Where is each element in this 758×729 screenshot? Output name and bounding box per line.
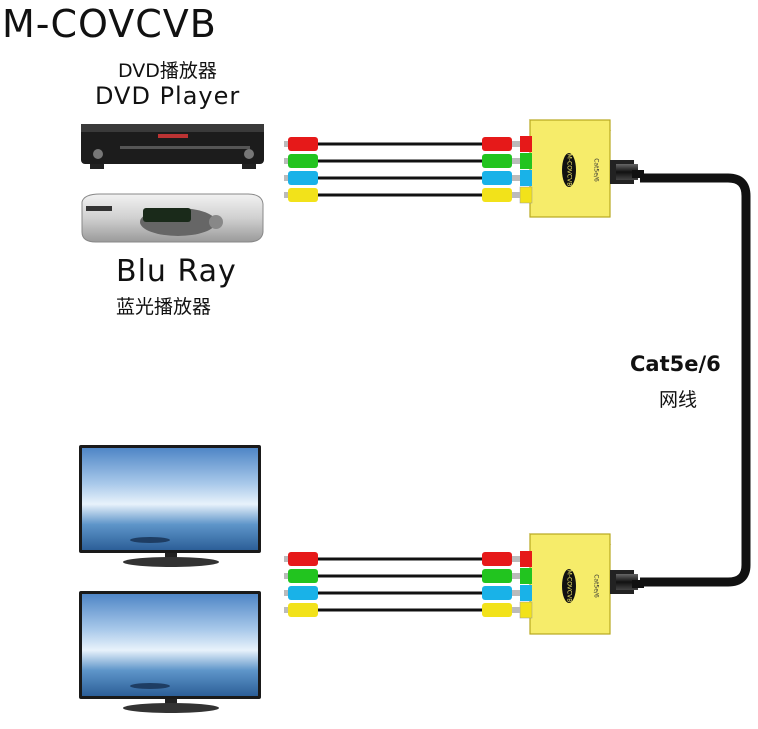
cable-label-cn: 网线 — [659, 389, 698, 411]
extender-top-port-label: Cat5e/6 — [593, 158, 600, 182]
dvd-player-label-en: DVD Player — [95, 82, 241, 110]
cable-blue-bottom — [284, 586, 520, 600]
component-cables-bottom — [284, 552, 520, 617]
rj45-plug-bottom — [610, 570, 644, 594]
cat5-cable — [640, 173, 751, 587]
dvd-player-label-cn: DVD播放器 — [118, 60, 217, 82]
extender-bottom-brand: M-COVCVB — [566, 570, 573, 603]
cable-red-bottom — [284, 552, 520, 566]
extender-bottom: M-COVCVB Cat5e/6 — [519, 533, 612, 635]
cable-yellow-top — [284, 188, 520, 202]
rj45-plug-top — [610, 160, 644, 184]
tv-bottom-image — [79, 591, 261, 713]
cable-green-bottom — [284, 569, 520, 583]
extender-top-brand: M-COVCVB — [566, 154, 573, 187]
cable-red-top — [284, 137, 520, 151]
diagram-title: M-COVCVB — [2, 2, 217, 46]
bluray-player-label-en: Blu Ray — [116, 254, 237, 289]
bluray-player-label-cn: 蓝光播放器 — [116, 296, 212, 318]
cable-blue-top — [284, 171, 520, 185]
cable-yellow-bottom — [284, 603, 520, 617]
tv-top-image — [79, 445, 261, 567]
dvd-player-image — [81, 124, 264, 169]
extender-bottom-port-label: Cat5e/6 — [593, 574, 600, 598]
bluray-player-image — [81, 193, 264, 243]
cable-green-top — [284, 154, 520, 168]
cable-label-en: Cat5e/6 — [630, 352, 721, 376]
component-cables-top — [284, 137, 520, 202]
extender-top: M-COVCVB Cat5e/6 — [519, 119, 612, 218]
